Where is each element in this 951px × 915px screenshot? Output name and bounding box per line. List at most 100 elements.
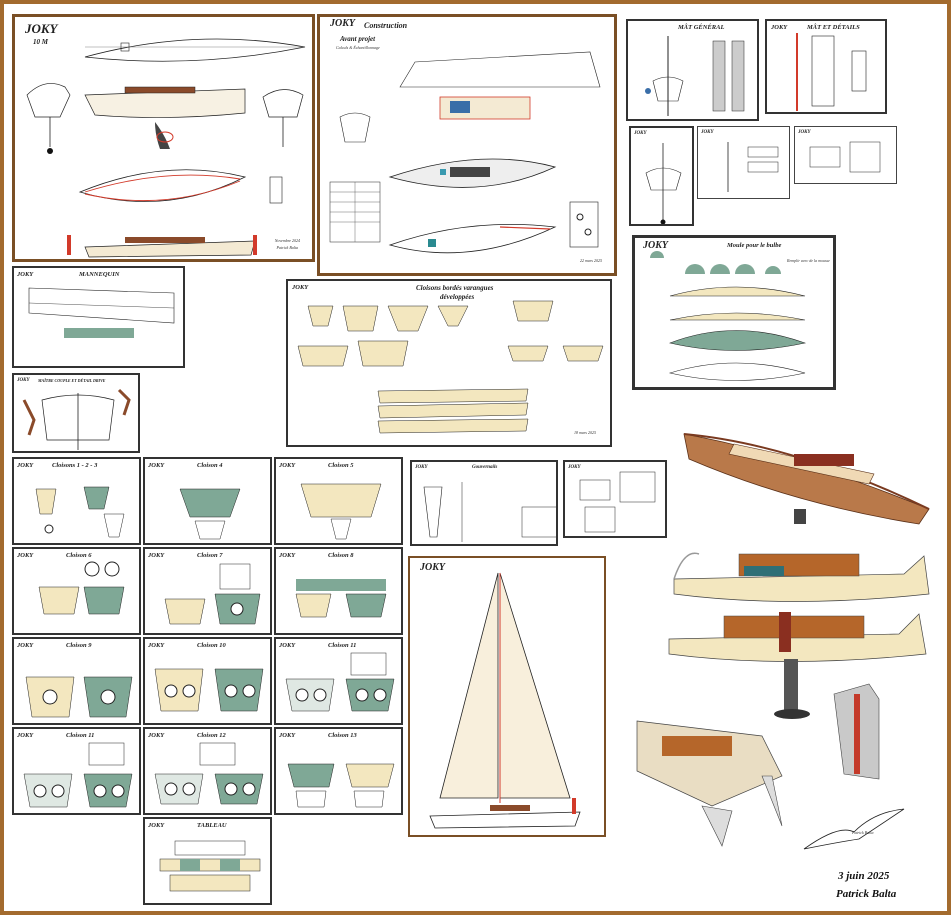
panel-title: JOKY: [420, 562, 445, 573]
mast-general-drawing: [645, 36, 745, 116]
panel-title: JOKY: [17, 378, 30, 383]
panel-cloison-6[interactable]: JOKY Cloison 6: [12, 547, 141, 635]
panel-title: JOKY: [643, 240, 668, 251]
panel-heading: Gouvernails: [472, 465, 498, 470]
cloison-drawing: [154, 668, 264, 712]
panel-mast-small-1[interactable]: JOKY: [697, 126, 790, 199]
cloison-drawing: [295, 579, 387, 618]
panel-title: JOKY: [568, 465, 581, 470]
cloison-drawing: [38, 561, 125, 615]
render-mast-section: [833, 683, 880, 780]
panel-heading: Construction: [364, 21, 408, 30]
panel-heading: Cloison 6: [66, 552, 92, 559]
panel-title: JOKY: [148, 732, 165, 739]
panel-heading: Cloison 11: [66, 732, 95, 739]
panel-title: JOKY: [148, 822, 165, 829]
panel-cloison-11[interactable]: JOKY Cloison 11: [274, 637, 403, 725]
cloison-drawing: [25, 676, 133, 718]
panel-mast-small-2[interactable]: JOKY: [794, 126, 897, 184]
cloison-drawing: [35, 486, 125, 538]
mannequin-drawing: [28, 287, 175, 338]
panel-heading: Cloison 12: [197, 732, 226, 739]
panel-cloison-4[interactable]: JOKY Cloison 4: [143, 457, 272, 545]
panel-title: JOKY: [17, 642, 34, 649]
panel-title: JOKY: [17, 271, 34, 278]
panel-subheading: Avant projet: [340, 35, 376, 43]
sail-plan-drawing: [429, 572, 581, 829]
panel-title: JOKY: [148, 462, 165, 469]
panel-cloison-5[interactable]: JOKY Cloison 5: [274, 457, 403, 545]
panel-cloison-11b[interactable]: JOKY Cloison 11: [12, 727, 141, 815]
panel-cloisons-developpees[interactable]: JOKY Cloisons bordés varangues développé…: [286, 279, 612, 447]
bulb-drawing: [650, 251, 807, 381]
panel-title: JOKY: [148, 552, 165, 559]
panel-title: JOKY: [148, 642, 165, 649]
panel-note: Novembre 2024: [274, 238, 300, 243]
cloison-drawing: [300, 483, 382, 540]
panel-title: JOKY: [17, 552, 34, 559]
panel-mannequin[interactable]: JOKY MANNEQUIN: [12, 266, 185, 368]
mast-detail-drawing: [645, 143, 682, 224]
panel-note: Remplir avec de la mousse: [787, 258, 830, 263]
panel-cloison-1-2-3[interactable]: JOKY Cloisons 1 - 2 - 3: [12, 457, 141, 545]
panel-title: JOKY: [279, 732, 296, 739]
panel-title: JOKY: [25, 21, 58, 36]
panel-heading: Moule pour le bulbe: [727, 242, 782, 249]
cloisons-developpees-drawing: [297, 300, 604, 434]
panel-subtitle: 10 M: [33, 38, 48, 46]
cloison-drawing: [287, 763, 395, 808]
panel-mast-top[interactable]: JOKY MÂT ET DÉTAILS: [765, 19, 887, 114]
maitre-couple-drawing: [22, 388, 131, 450]
panel-heading: Cloison 7: [197, 552, 223, 559]
panel-note: 22 mars 2025: [579, 258, 602, 263]
cloison-drawing: [23, 742, 133, 808]
panel-note: 18 mars 2025: [573, 430, 596, 435]
panel-cloison-12[interactable]: JOKY Cloison 12: [143, 727, 272, 815]
panel-bulb[interactable]: JOKY Moule pour le bulbe Remplir avec de…: [632, 235, 836, 390]
panel-author: Patrick Balta: [276, 245, 298, 250]
panel-heading: Cloisons bordés varangues: [416, 284, 494, 292]
panel-mast-general[interactable]: MÂT GÉNÉRAL: [626, 19, 759, 121]
panel-cloison-10[interactable]: JOKY Cloison 10: [143, 637, 272, 725]
panel-gouvernail[interactable]: JOKY Gouvernails: [410, 460, 558, 546]
panel-title: JOKY: [771, 24, 788, 31]
panel-heading: MÂT ET DÉTAILS: [807, 24, 860, 31]
panel-sail-plan[interactable]: JOKY: [408, 556, 606, 837]
panel-maitre-couple[interactable]: JOKY MAÎTRE COUPLE ET DÉTAIL DRIVE: [12, 373, 140, 453]
panel-title: JOKY: [279, 642, 296, 649]
panel-cloison-13[interactable]: JOKY Cloison 13: [274, 727, 403, 815]
cloison-drawing: [164, 563, 261, 625]
panel-cloison-7[interactable]: JOKY Cloison 7: [143, 547, 272, 635]
panel-title: JOKY: [279, 552, 296, 559]
panel-cloison-9[interactable]: JOKY Cloison 9: [12, 637, 141, 725]
panel-mast-detail[interactable]: JOKY: [629, 126, 694, 226]
render-hull-side-1: [673, 552, 930, 602]
panel-heading: MANNEQUIN: [79, 271, 120, 278]
sheet-date: 3 juin 2025: [838, 870, 890, 882]
cloison-drawing: [285, 652, 395, 712]
sheet-author: Patrick Balta: [836, 888, 897, 900]
tableau-drawing: [159, 840, 261, 892]
panel-heading: Cloison 13: [328, 732, 357, 739]
panel-overview[interactable]: JOKY 10 M Novembre 2024 Patrick Balta: [12, 14, 315, 262]
panel-title: JOKY: [634, 131, 647, 136]
render-hull-structure: [683, 433, 930, 525]
panel-heading: Cloison 8: [328, 552, 354, 559]
panel-title: JOKY: [701, 130, 714, 135]
panel-heading-2: développées: [440, 293, 475, 301]
panel-heading: Cloison 4: [197, 462, 223, 469]
bird-caption: Patrick Balta: [852, 830, 874, 835]
panel-title: JOKY: [415, 465, 428, 470]
mast-top-drawing: [796, 33, 867, 111]
gouvernail-drawing: [423, 482, 556, 542]
panel-tableau[interactable]: JOKY TABLEAU: [143, 817, 272, 905]
panel-drive[interactable]: JOKY: [563, 460, 667, 538]
panel-heading: TABLEAU: [197, 822, 227, 829]
panel-title: JOKY: [279, 462, 296, 469]
panel-construction[interactable]: JOKY Construction Avant projet Calculs &…: [317, 14, 617, 276]
drive-drawing: [579, 471, 656, 533]
cloison-drawing: [154, 742, 264, 805]
panel-cloison-8[interactable]: JOKY Cloison 8: [274, 547, 403, 635]
panel-title: JOKY: [798, 130, 811, 135]
panel-heading: Cloison 9: [66, 642, 92, 649]
